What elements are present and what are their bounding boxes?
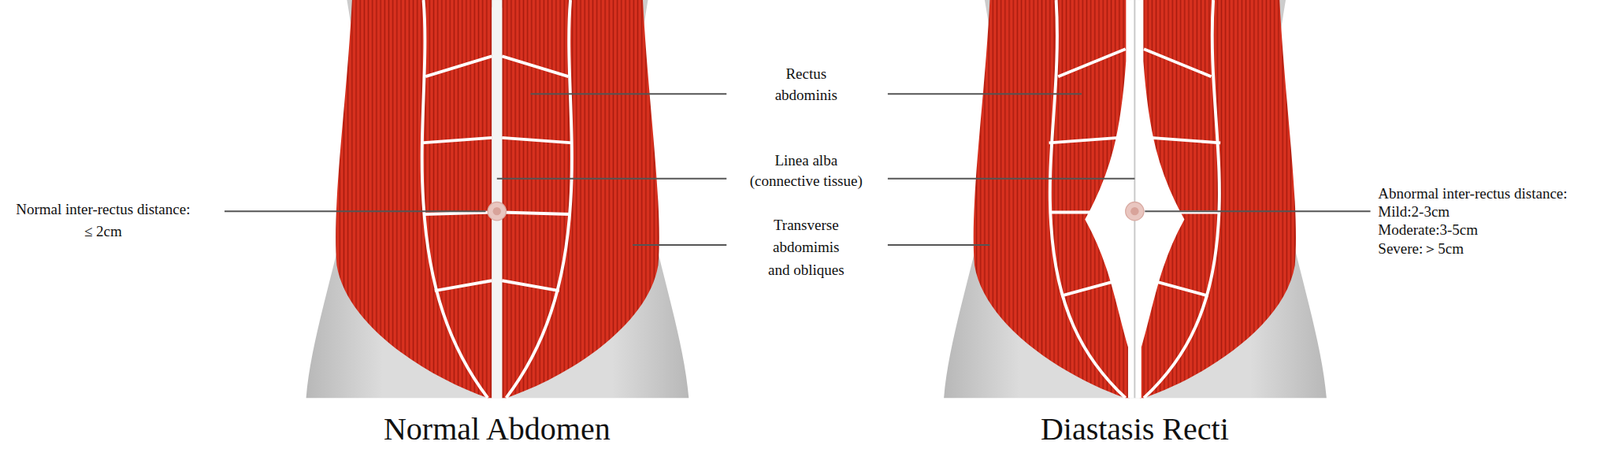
normal-torso bbox=[306, 0, 690, 398]
part-label: and obliques bbox=[766, 262, 847, 279]
measurement-note: Moderate:3-5cm bbox=[1376, 222, 1480, 239]
diastasis-torso bbox=[943, 0, 1327, 398]
part-label: abdominis bbox=[773, 87, 839, 104]
measurement-note: Severe:＞5cm bbox=[1376, 241, 1466, 258]
figure-title: Normal Abdomen bbox=[382, 412, 613, 447]
part-label: Rectus bbox=[783, 66, 828, 83]
part-label: (connective tissue) bbox=[748, 173, 865, 190]
measurement-note: Normal inter-rectus distance: bbox=[14, 201, 192, 219]
leader-lines bbox=[224, 93, 1371, 246]
measurement-note: Abnormal inter-rectus distance: bbox=[1376, 185, 1569, 203]
figure-title: Diastasis Recti bbox=[1039, 412, 1231, 447]
part-label: Linea alba bbox=[772, 152, 839, 170]
measurement-note: ≤ 2cm bbox=[82, 223, 124, 241]
part-label: abdomimis bbox=[771, 239, 841, 257]
measurement-note: Mild:2-3cm bbox=[1376, 204, 1452, 221]
part-label: Transverse bbox=[772, 217, 841, 234]
